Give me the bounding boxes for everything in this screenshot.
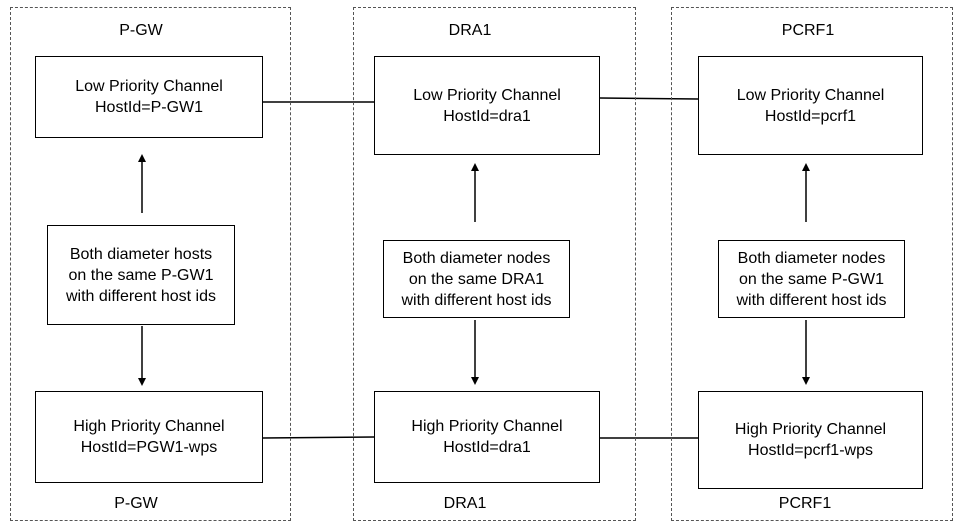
note-line: with different host ids (736, 291, 887, 309)
group-frame-pgw (10, 7, 291, 521)
note-line: Both diameter nodes (402, 249, 551, 267)
group-label-bottom-pcrf1: PCRF1 (778, 495, 832, 512)
channel-title: Low Priority Channel (736, 86, 885, 104)
group-frame-pcrf1 (671, 7, 953, 521)
channel-title: High Priority Channel (734, 421, 887, 438)
group-label-top-pcrf1: PCRF1 (781, 22, 835, 39)
low-priority-channel-pgw: Low Priority Channel HostId=P-GW1 (35, 56, 263, 138)
high-priority-channel-dra1: High Priority Channel HostId=dra1 (374, 391, 600, 483)
low-priority-channel-dra1: Low Priority Channel HostId=dra1 (374, 56, 600, 155)
note-box-pcrf1: Both diameter nodes on the same P-GW1 wi… (718, 240, 905, 318)
note-line: with different host ids (401, 291, 552, 309)
note-line: Both diameter hosts (69, 245, 213, 263)
channel-title: Low Priority Channel (413, 86, 561, 104)
link-low-dra1-pcrf1 (599, 97, 699, 100)
group-label-top-pgw: P-GW (119, 22, 163, 39)
channel-title: High Priority Channel (73, 418, 225, 435)
note-box-pgw: Both diameter hosts on the same P-GW1 wi… (47, 225, 235, 325)
group-frame-dra1 (353, 7, 636, 521)
high-priority-channel-pcrf1: High Priority Channel HostId=pcrf1-wps (698, 391, 923, 489)
channel-host-id: HostId=pcrf1-wps (748, 442, 873, 459)
group-label-bottom-pgw: P-GW (114, 495, 158, 512)
channel-host-id: HostId=dra1 (443, 439, 531, 456)
channel-host-id: HostId=PGW1-wps (80, 439, 218, 456)
note-line: on the same P-GW1 (68, 266, 214, 284)
link-high-pgw-dra1 (262, 436, 375, 439)
high-priority-channel-pgw: High Priority Channel HostId=PGW1-wps (35, 391, 263, 483)
channel-title: High Priority Channel (411, 418, 563, 435)
note-line: with different host ids (65, 287, 216, 305)
note-line: on the same DRA1 (408, 270, 545, 288)
low-priority-channel-pcrf1: Low Priority Channel HostId=pcrf1 (698, 56, 923, 155)
note-line: on the same P-GW1 (739, 270, 884, 288)
channel-host-id: HostId=pcrf1 (764, 107, 857, 125)
channel-title: Low Priority Channel (75, 78, 223, 95)
note-box-dra1: Both diameter nodes on the same DRA1 wit… (383, 240, 570, 318)
note-line: Both diameter nodes (737, 249, 886, 267)
channel-host-id: HostId=dra1 (443, 107, 531, 125)
group-label-bottom-dra1: DRA1 (443, 495, 487, 512)
channel-host-id: HostId=P-GW1 (94, 99, 204, 116)
group-label-top-dra1: DRA1 (448, 22, 492, 39)
